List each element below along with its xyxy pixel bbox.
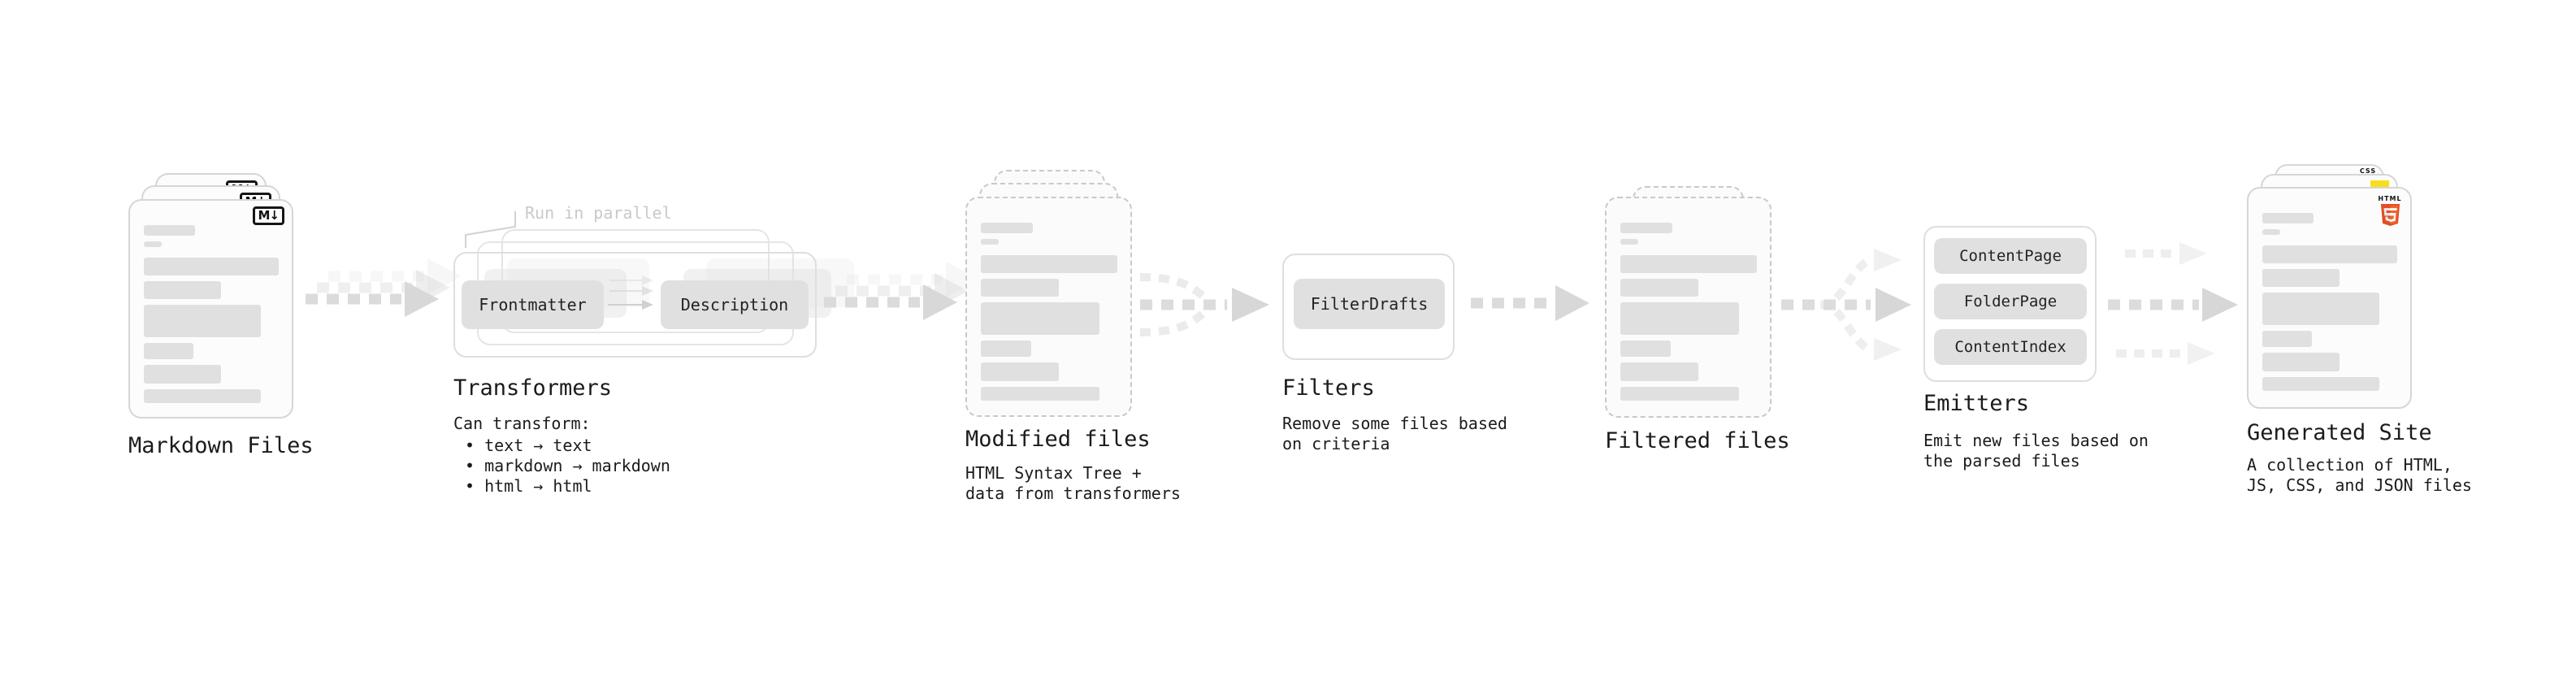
stage-description-emitters: Emit new files based on the parsed files bbox=[1923, 431, 2149, 471]
transformer-layer bbox=[453, 252, 817, 358]
stage-filtered-files bbox=[1605, 186, 1772, 419]
stage-transformers: Frontmatter Description Run in parallel bbox=[453, 203, 854, 366]
pill-frontmatter: Frontmatter bbox=[462, 280, 604, 329]
pill-contentpage: ContentPage bbox=[1934, 238, 2087, 274]
stage-label-filters: Filters bbox=[1282, 375, 1375, 401]
merge-arrow-icon bbox=[1139, 273, 1269, 336]
stage-label-filtered-files: Filtered files bbox=[1605, 428, 1790, 453]
flow-arrow-icon bbox=[824, 262, 980, 320]
transform-bullet: • markdown → markdown bbox=[465, 456, 670, 475]
file-content-placeholder bbox=[981, 223, 1117, 401]
transform-bullet: • html → html bbox=[465, 476, 592, 496]
stage-description-transformers: Can transform: bbox=[453, 414, 591, 433]
stage-modified-files bbox=[965, 170, 1132, 417]
stage-description-filters: Remove some files based on criteria bbox=[1282, 414, 1507, 453]
stage-description-generated-site: A collection of HTML, JS, CSS, and JSON … bbox=[2247, 455, 2472, 495]
pill-filterdrafts: FilterDrafts bbox=[1294, 279, 1445, 329]
pill-contentindex: ContentIndex bbox=[1934, 329, 2087, 365]
pill-folderpage: FolderPage bbox=[1934, 284, 2087, 319]
transform-arrows-and-callout-icon bbox=[465, 211, 653, 310]
stage-label-emitters: Emitters bbox=[1923, 391, 2030, 416]
stage-label-transformers: Transformers bbox=[453, 375, 613, 401]
transform-arrow-icon bbox=[608, 300, 653, 310]
transform-bullet: • text → text bbox=[465, 436, 592, 455]
stage-description-modified-files: HTML Syntax Tree + data from transformer… bbox=[965, 463, 1181, 503]
pill-description: Description bbox=[661, 280, 809, 329]
stage-label-modified-files: Modified files bbox=[965, 427, 1151, 452]
file-card: M↓ bbox=[128, 199, 293, 419]
file-card bbox=[965, 197, 1132, 417]
stage-generated-site: CSS HTML bbox=[2247, 164, 2412, 409]
flow-arrow-icon bbox=[306, 258, 462, 317]
stage-emitters-box bbox=[1923, 226, 2097, 382]
transform-arrow-icon bbox=[609, 275, 653, 285]
fork-arrow-icon bbox=[1781, 249, 1911, 361]
file-card: HTML bbox=[2247, 187, 2412, 409]
html5-icon: HTML bbox=[2378, 195, 2402, 226]
stage-label-generated-site: Generated Site bbox=[2247, 420, 2432, 445]
file-content-placeholder bbox=[2262, 213, 2397, 391]
transform-arrow-icon bbox=[609, 286, 653, 296]
file-content-placeholder bbox=[1620, 223, 1757, 401]
parallel-arrows-icon bbox=[2108, 242, 2238, 365]
markdown-icon: M↓ bbox=[252, 206, 284, 225]
file-content-placeholder bbox=[144, 225, 279, 403]
stage-filters-box bbox=[1282, 254, 1455, 360]
callout-line-icon bbox=[465, 211, 516, 248]
run-in-parallel-note: Run in parallel bbox=[525, 203, 672, 223]
stage-markdown-files: M↓ M↓ M↓ bbox=[128, 173, 293, 419]
stage-label-markdown-files: Markdown Files bbox=[128, 433, 314, 458]
js-icon bbox=[2370, 180, 2389, 189]
file-card bbox=[1605, 197, 1772, 418]
flow-arrow-icon bbox=[1471, 285, 1589, 321]
